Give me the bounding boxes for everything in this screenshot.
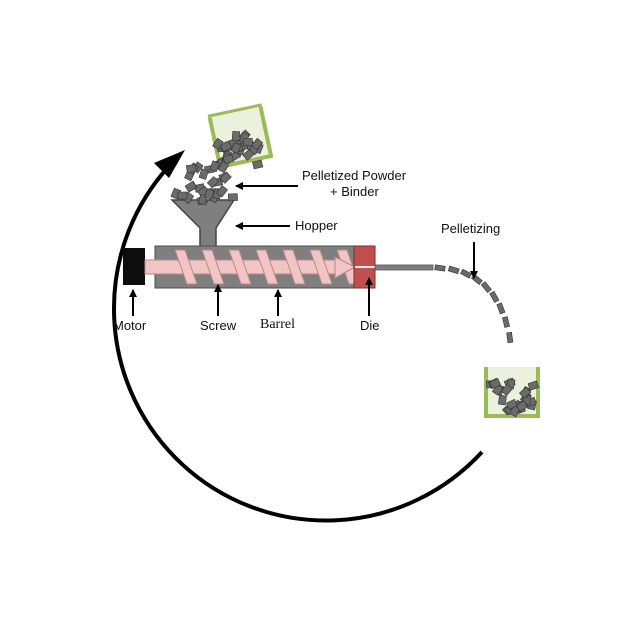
trail-pellet	[489, 290, 500, 303]
pellet	[219, 171, 232, 184]
trail-pellet	[496, 302, 506, 315]
collected-pellets	[485, 377, 540, 418]
pellet	[489, 378, 502, 389]
label-barrel: Barrel	[260, 317, 295, 332]
pellet	[198, 168, 209, 180]
pellet	[505, 398, 518, 410]
pellet	[251, 137, 264, 151]
label-pelletizing: Pelletizing	[441, 221, 501, 236]
pellet	[527, 380, 540, 391]
extrudate-strand	[374, 264, 434, 271]
pellet	[252, 159, 264, 170]
pellet	[491, 383, 504, 396]
pellet	[518, 386, 532, 399]
pellet	[515, 400, 529, 412]
pellet	[177, 191, 188, 200]
label-die: Die	[360, 318, 380, 333]
trail-pellet	[460, 268, 473, 279]
screw-flight	[282, 249, 306, 285]
label-binder: + Binder	[330, 184, 379, 199]
pellet	[206, 176, 220, 189]
screw-flight	[255, 249, 279, 285]
pellet	[230, 142, 242, 154]
hopper	[170, 199, 236, 250]
hopper-pellets	[170, 185, 238, 206]
label-motor: Motor	[113, 318, 147, 333]
recycle-arrow-head	[154, 150, 185, 178]
pellet	[217, 161, 230, 174]
screw-tip	[334, 256, 357, 279]
trail-pellet	[506, 331, 514, 344]
pellet	[222, 154, 234, 164]
pellet	[204, 188, 215, 200]
screw-flight	[174, 249, 198, 285]
pellet	[209, 160, 220, 173]
motor	[123, 248, 145, 285]
screw-flight	[309, 249, 333, 285]
trail-pellet	[480, 281, 492, 294]
pellet	[231, 131, 241, 142]
pellet	[497, 394, 507, 406]
pellet	[509, 405, 521, 418]
label-pelletized-powder: Pelletized Powder	[302, 168, 407, 183]
pellet	[242, 137, 254, 147]
pellet	[185, 164, 197, 173]
label-hopper: Hopper	[295, 218, 338, 233]
feed-pellets	[212, 129, 264, 171]
pellet	[500, 383, 513, 397]
recycle-arrow	[112, 163, 484, 523]
screw-flight	[228, 249, 252, 285]
screw-flight	[201, 249, 225, 285]
pellet	[219, 140, 233, 153]
trail-pellet	[447, 265, 460, 275]
pellet	[184, 180, 197, 193]
pellet	[227, 193, 238, 202]
pellet	[242, 148, 255, 161]
pellet	[216, 185, 228, 198]
pellet-trail	[434, 264, 514, 344]
trail-pellet	[434, 264, 446, 272]
trail-pellet	[502, 316, 510, 328]
label-screw: Screw	[200, 318, 237, 333]
